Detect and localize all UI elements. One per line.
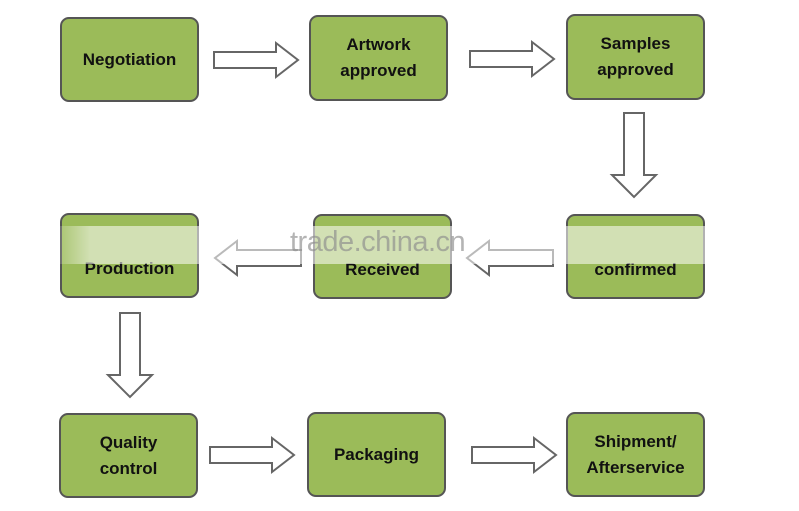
- arrow-artwork-to-samples: [469, 39, 556, 79]
- node-samples-approved: Samples approved: [566, 14, 705, 100]
- arrow-negotiation-to-artwork: [213, 40, 300, 80]
- arrow-production-to-quality: [105, 312, 155, 399]
- node-quality-control: Quality control: [59, 413, 198, 498]
- node-shipment-afterservice: Shipment/ Afterservice: [566, 412, 705, 497]
- arrow-quality-to-packaging: [209, 435, 296, 475]
- arrow-samples-to-confirmed: [609, 112, 659, 199]
- node-artwork-approved: Artwork approved: [309, 15, 448, 101]
- node-confirmed: confirmed: [566, 214, 705, 299]
- node-label: Packaging: [333, 444, 420, 464]
- node-label: Samples approved: [597, 34, 674, 79]
- node-label: Received: [345, 259, 420, 279]
- node-label: Shipment/ Afterservice: [586, 431, 685, 477]
- node-label: Artwork approved: [340, 35, 417, 80]
- node-label: confirmed: [594, 259, 677, 279]
- arrow-packaging-to-shipment: [471, 435, 558, 475]
- node-label: Negotiation: [82, 49, 177, 69]
- node-label: Quality control: [99, 432, 158, 478]
- node-label: Production: [84, 258, 175, 278]
- arrow-received-to-production: [213, 238, 302, 278]
- node-received: Received: [313, 214, 452, 299]
- arrow-confirmed-to-received: [465, 238, 554, 278]
- node-production: Production: [60, 213, 199, 298]
- node-negotiation: Negotiation: [60, 17, 199, 102]
- node-packaging: Packaging: [307, 412, 446, 497]
